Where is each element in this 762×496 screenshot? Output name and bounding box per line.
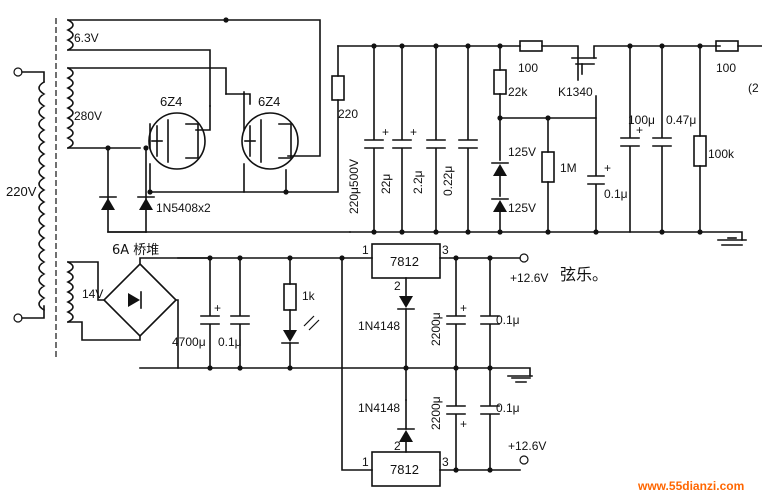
cap-01-top-label: 0.1μ (496, 313, 520, 327)
bleeder-resistor-100k: 100k (693, 45, 735, 233)
tube-right-label: 6Z4 (258, 94, 280, 109)
plus-sign: + (214, 301, 221, 315)
heater-voltage-label: 6.3V (74, 31, 99, 45)
hv-diode-right (137, 196, 155, 210)
cap-2200u-bottom: + 2200μ (429, 367, 467, 471)
regulator-bottom-label: 7812 (390, 462, 419, 477)
bias-diode-bottom-label: 1N4148 (358, 401, 400, 415)
plus-sign: + (636, 123, 643, 137)
cap-4700u-label: 4700μ (172, 335, 206, 349)
bridge-label: 6A 桥堆 (112, 243, 159, 258)
filter-cap-2-2u-label: 2.2μ (411, 170, 425, 194)
tube-left: 6Z4 (148, 94, 206, 170)
plus-sign: + (410, 125, 417, 139)
hv-rail: 220 (287, 45, 747, 246)
pin1-bottom: 1 (362, 455, 369, 469)
ground-lv (511, 377, 531, 383)
partial-label: (2 (748, 81, 759, 95)
lv-voltage-label: 14V (82, 287, 103, 301)
filter-cap-220u: + 220μ500V (347, 45, 389, 233)
primary-terminal-bottom (13, 313, 23, 323)
cap-2200u-top-label: 2200μ (429, 312, 443, 346)
led-resistor-1k: 1k (281, 257, 320, 369)
pin3-top: 3 (442, 243, 449, 257)
resistor-100b-label: 100 (716, 61, 736, 75)
zener-lower-label: 125V (508, 201, 536, 215)
filter-cap-220u-label: 220μ500V (347, 159, 361, 214)
pin2-bottom: 2 (394, 439, 401, 453)
filter-cap-22u-label: 22μ (379, 174, 393, 194)
hv-diode-label: 1N5408x2 (156, 201, 211, 215)
resistor-22k: 22k (493, 69, 528, 161)
regulator-7812-bottom: 1N4148 2 7812 1 3 +12.6V (358, 399, 546, 487)
mosfet-k1340: K1340 (499, 45, 721, 119)
plus-sign: + (604, 161, 611, 175)
bridge-rectifier: 6A 桥堆 (67, 243, 211, 369)
output-terminal-bottom (519, 455, 529, 465)
watermark: www.55dianzi.com (637, 479, 744, 493)
cap-lv-0-1u: 0.1μ (218, 257, 250, 369)
output-cap-100u: + 100μ (620, 45, 655, 233)
cap-2200u-bottom-label: 2200μ (429, 396, 443, 430)
plus-sign: + (382, 125, 389, 139)
resistor-220 (331, 75, 345, 101)
plus-sign: + (460, 417, 467, 431)
output-cap-047-label: 0.47μ (666, 113, 696, 127)
output-terminal-top (519, 253, 529, 263)
bias-diode-top-label: 1N4148 (358, 319, 400, 333)
zener-diode-lower: 125V (491, 198, 536, 233)
zener-diode-upper: 125V (491, 145, 536, 197)
series-resistor-100a: 100 (499, 40, 579, 75)
hv-junctions (105, 17, 703, 235)
zener-upper-label: 125V (508, 145, 536, 159)
regulator-7812-top: 7812 1 3 2 +12.6V 弦乐。 1N4148 (358, 243, 608, 401)
lv-rail (139, 257, 533, 471)
filter-cap-0-22u-label: 0.22μ (441, 166, 455, 196)
mosfet-label: K1340 (558, 85, 593, 99)
output-bottom-label: +12.6V (508, 439, 546, 453)
cap-0-1u-top: 0.1μ (480, 257, 520, 369)
resistor-1m: 1M (541, 117, 577, 233)
cap-2200u-top: + 2200μ (429, 257, 467, 369)
resistor-22k-label: 22k (508, 85, 528, 99)
pin1-top: 1 (362, 243, 369, 257)
filter-cap-2-2u: 2.2μ (411, 45, 446, 233)
cap-01-bottom-label: 0.1μ (496, 401, 520, 415)
cap-4700u: + 4700μ (172, 257, 221, 369)
hv-rectifier: 1N5408x2 (67, 67, 351, 233)
cap-0-1u-bottom: 0.1μ (480, 367, 520, 471)
resistor-1k-label: 1k (302, 289, 316, 303)
pin2-top: 2 (394, 279, 401, 293)
hv-diode-left (99, 196, 117, 210)
primary-voltage-label: 220V (6, 184, 37, 199)
output-cap-0-47u: 0.47μ (652, 45, 696, 233)
regulator-top-label: 7812 (390, 254, 419, 269)
cap-lv-01-label: 0.1μ (218, 335, 242, 349)
primary-winding: 220V (6, 18, 57, 360)
hv-voltage-label: 280V (74, 109, 102, 123)
output-top-label: +12.6V (510, 271, 548, 285)
output-cap-100u-label: 100μ (628, 113, 655, 127)
lv-junctions (207, 255, 493, 473)
heater-wiring (67, 19, 321, 157)
resistor-100a-label: 100 (518, 61, 538, 75)
resistor-220-label: 220 (338, 107, 358, 121)
filter-cap-22u: + 22μ (379, 45, 417, 233)
filter-cap-0-22u: 0.22μ (441, 45, 478, 233)
tube-right: 6Z4 (241, 94, 299, 170)
plus-sign: + (460, 301, 467, 315)
primary-terminal-top (13, 67, 23, 77)
output-top-note: 弦乐。 (560, 265, 608, 284)
resistor-100k-label: 100k (708, 147, 735, 161)
series-resistor-100b: 100 (2 (715, 40, 762, 95)
resistor-1m-label: 1M (560, 161, 577, 175)
pin3-bottom: 3 (442, 455, 449, 469)
gate-cap-label: 0.1μ (604, 187, 628, 201)
gate-cap-0-1u: + 0.1μ (587, 117, 628, 233)
tube-left-label: 6Z4 (160, 94, 182, 109)
